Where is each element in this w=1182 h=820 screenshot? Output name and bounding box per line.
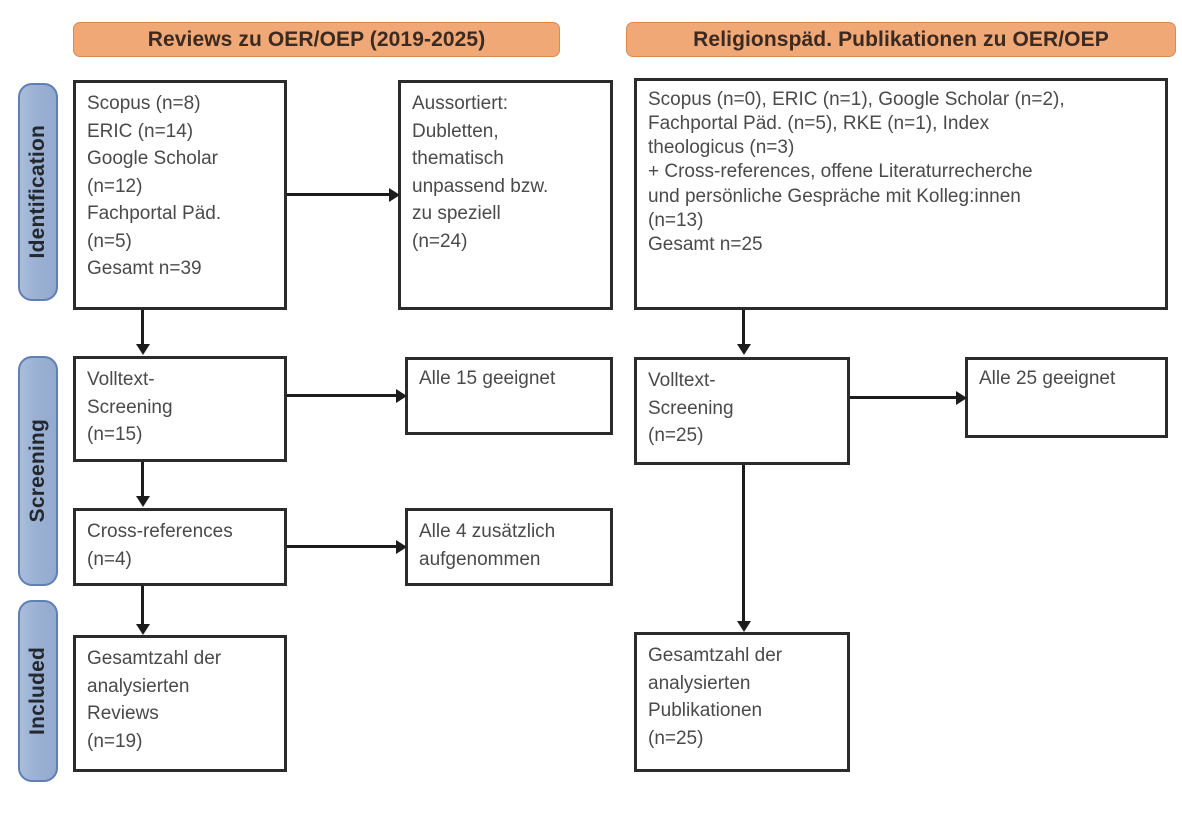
connector-right-sources-to-screening — [742, 310, 745, 348]
arrow-left-sources-to-excluded — [389, 188, 400, 202]
box-left-excluded-text: Aussortiert: Dubletten, thematisch unpas… — [412, 93, 549, 252]
column-header-left: Reviews zu OER/OEP (2019-2025) — [73, 22, 560, 57]
stage-bar-included: Included — [18, 600, 58, 782]
connector-left-screening-to-crossrefs — [141, 462, 144, 498]
arrow-left-crossrefs-to-result — [396, 540, 407, 554]
column-header-right: Religionspäd. Publikationen zu OER/OEP — [626, 22, 1176, 57]
box-left-fulltext-result-text: Alle 15 geeignet — [419, 368, 556, 389]
arrow-left-sources-to-screening — [136, 344, 150, 355]
connector-left-sources-to-screening — [141, 310, 144, 348]
connector-left-screening-to-result — [287, 394, 398, 397]
arrow-left-crossrefs-to-included — [136, 624, 150, 635]
box-left-sources: Scopus (n=8) ERIC (n=14) Google Scholar … — [73, 80, 287, 310]
box-left-fulltext-result: Alle 15 geeignet — [405, 357, 613, 435]
box-left-fulltext-screening-text: Volltext- Screening (n=15) — [87, 369, 173, 446]
connector-left-sources-to-excluded — [287, 193, 391, 196]
box-right-included: Gesamtzahl der analysierten Publikatione… — [634, 632, 850, 772]
box-left-included-text: Gesamtzahl der analysierten Reviews (n=1… — [87, 648, 222, 752]
connector-right-screening-to-result — [850, 396, 958, 399]
box-left-crossrefs-result-text: Alle 4 zusätzlich aufgenommen — [419, 521, 556, 570]
arrow-right-screening-to-included — [737, 621, 751, 632]
stage-bar-identification: Identification — [18, 83, 58, 301]
box-left-crossrefs-result: Alle 4 zusätzlich aufgenommen — [405, 508, 613, 586]
arrow-left-screening-to-crossrefs — [136, 496, 150, 507]
stage-bar-screening: Screening — [18, 356, 58, 586]
arrow-right-screening-to-result — [956, 391, 967, 405]
box-left-sources-text: Scopus (n=8) ERIC (n=14) Google Scholar … — [87, 93, 222, 280]
box-right-sources: Scopus (n=0), ERIC (n=1), Google Scholar… — [634, 78, 1168, 310]
arrow-left-screening-to-result — [396, 389, 407, 403]
box-left-crossrefs: Cross-references (n=4) — [73, 508, 287, 586]
box-right-fulltext-screening: Volltext- Screening (n=25) — [634, 357, 850, 465]
column-header-right-label: Religionspäd. Publikationen zu OER/OEP — [693, 27, 1109, 51]
connector-left-crossrefs-to-result — [287, 545, 398, 548]
stage-label-included: Included — [26, 647, 49, 735]
box-right-included-text: Gesamtzahl der analysierten Publikatione… — [648, 645, 783, 749]
box-right-fulltext-result: Alle 25 geeignet — [965, 357, 1168, 438]
box-right-fulltext-screening-text: Volltext- Screening (n=25) — [648, 370, 734, 447]
stage-label-identification: Identification — [26, 125, 49, 259]
arrow-right-sources-to-screening — [737, 344, 751, 355]
connector-left-crossrefs-to-included — [141, 586, 144, 626]
box-left-fulltext-screening: Volltext- Screening (n=15) — [73, 356, 287, 462]
box-left-crossrefs-text: Cross-references (n=4) — [87, 521, 233, 570]
box-left-excluded: Aussortiert: Dubletten, thematisch unpas… — [398, 80, 613, 310]
box-right-fulltext-result-text: Alle 25 geeignet — [979, 368, 1116, 389]
box-right-sources-text: Scopus (n=0), ERIC (n=1), Google Scholar… — [648, 89, 1065, 255]
box-left-included: Gesamtzahl der analysierten Reviews (n=1… — [73, 635, 287, 772]
column-header-left-label: Reviews zu OER/OEP (2019-2025) — [147, 27, 486, 51]
stage-label-screening: Screening — [26, 419, 49, 523]
connector-right-screening-to-included — [742, 465, 745, 623]
